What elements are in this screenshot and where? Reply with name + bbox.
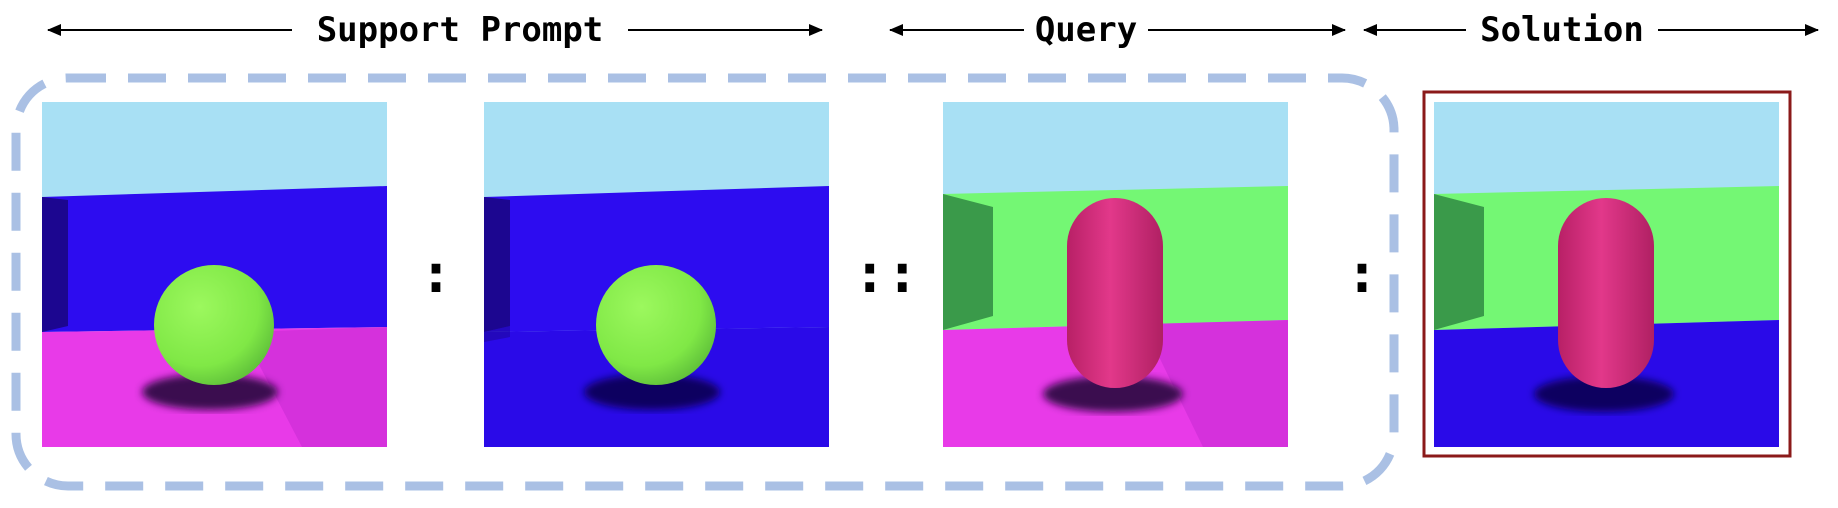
support-image-2 xyxy=(484,102,829,447)
solution-border xyxy=(1422,90,1792,458)
capsule-shadow xyxy=(1043,376,1183,412)
pink-capsule xyxy=(1558,198,1654,388)
solution-image xyxy=(1434,102,1779,447)
green-sphere xyxy=(154,265,274,385)
capsule-shadow xyxy=(1534,376,1674,412)
query-image xyxy=(943,102,1288,447)
solution-label: Solution xyxy=(1480,10,1644,50)
query-header: Query xyxy=(889,10,1346,50)
green-sphere xyxy=(596,265,716,385)
solution-header: Solution xyxy=(1363,10,1819,50)
support-image-1 xyxy=(42,102,387,447)
support-prompt-label: Support Prompt xyxy=(317,10,604,50)
separator-colon-2: : xyxy=(1346,242,1379,305)
separator-colon-1: : xyxy=(420,242,453,305)
pink-capsule xyxy=(1067,198,1163,388)
prompt-dashed-box xyxy=(11,73,1399,491)
sphere-shadow xyxy=(584,374,720,410)
sphere-shadow xyxy=(142,374,278,410)
support-prompt-header: Support Prompt xyxy=(47,10,823,50)
separator-double-colon: :: xyxy=(853,242,918,305)
query-label: Query xyxy=(1035,10,1137,50)
